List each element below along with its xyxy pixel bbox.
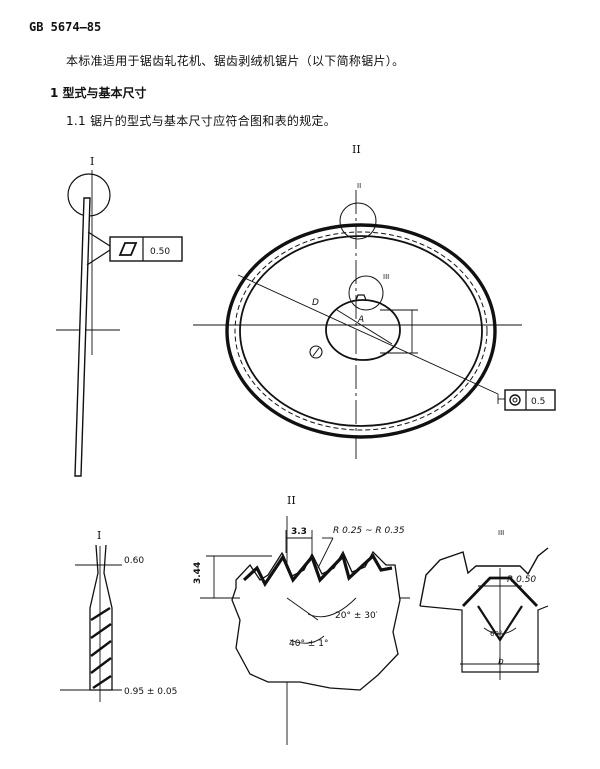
center-bore	[325, 299, 401, 361]
notch-angle-label: 60°	[490, 630, 502, 638]
view-label-II-top: II	[352, 143, 361, 156]
detail-III: III R 0.50 60° b	[419, 529, 549, 680]
flatness-value-right: 0.5	[531, 397, 545, 407]
section-heading: 1 型式与基本尺寸	[50, 86, 147, 100]
diameter-line	[237, 274, 499, 395]
front-angle-arc	[307, 597, 357, 618]
back-angle-arc	[289, 635, 325, 644]
thickness-top-label: 0.60	[124, 556, 144, 566]
standard-code: GB 5674—85	[29, 20, 102, 34]
view-label-III-bottom: III	[498, 529, 504, 537]
detail-circle-III	[348, 275, 384, 311]
view-label-I-bottom: I	[97, 529, 101, 542]
front-angle-label: 20° ± 30′	[335, 611, 378, 621]
blade-outer-edge	[225, 223, 497, 439]
flatness-frame	[109, 236, 183, 262]
detail-circle-II	[339, 202, 377, 240]
intro-paragraph: 本标准适用于锯齿轧花机、锯齿剥绒机锯片（以下简称锯片）。	[66, 54, 405, 68]
flatness-icon	[118, 242, 138, 256]
notch-angle-arc	[483, 627, 517, 635]
tooth-root-circle	[234, 231, 488, 431]
view-label-I-top: I	[90, 155, 94, 168]
blade-cross-section	[89, 544, 113, 691]
serrated-teeth	[242, 552, 393, 588]
flatness-value: 0.50	[150, 247, 170, 257]
tooth-height-label: 3.44	[193, 562, 203, 584]
side-view: I 0.50	[56, 155, 183, 477]
tooth-profile-outline	[231, 550, 401, 691]
subsection-paragraph: 1.1 锯片的型式与基本尺寸应符合图和表的规定。	[66, 114, 337, 128]
bore-label: A	[357, 315, 364, 325]
detail-I: I 0.60 0.95 ± 0.05	[60, 529, 177, 702]
view-label-III-small: III	[383, 273, 389, 281]
flatness-frame-right	[504, 389, 556, 411]
pitch-label: 3.3	[291, 527, 307, 537]
tooth-radius-label: R 0.25 ~ R 0.35	[333, 526, 405, 536]
diameter-label: D	[312, 298, 319, 308]
datum-marker	[309, 345, 323, 359]
view-label-II-bottom: II	[287, 494, 296, 507]
view-label-II-small: II	[357, 182, 361, 190]
notch-radius-label: R 0.50	[507, 575, 536, 585]
section-hatch	[90, 606, 112, 689]
notch-width-label: b	[498, 657, 504, 667]
thickness-bottom-label: 0.95 ± 0.05	[124, 687, 177, 697]
front-view: II II III D A 0.	[193, 143, 556, 462]
blade-side-profile	[74, 197, 91, 477]
detail-II: II 3.3 R 0.25 ~ R 0.35 3.44 20° ± 30′ 40…	[193, 494, 410, 745]
back-angle-label: 40° ± 1°	[289, 639, 328, 649]
notch-profile-top	[419, 547, 549, 607]
